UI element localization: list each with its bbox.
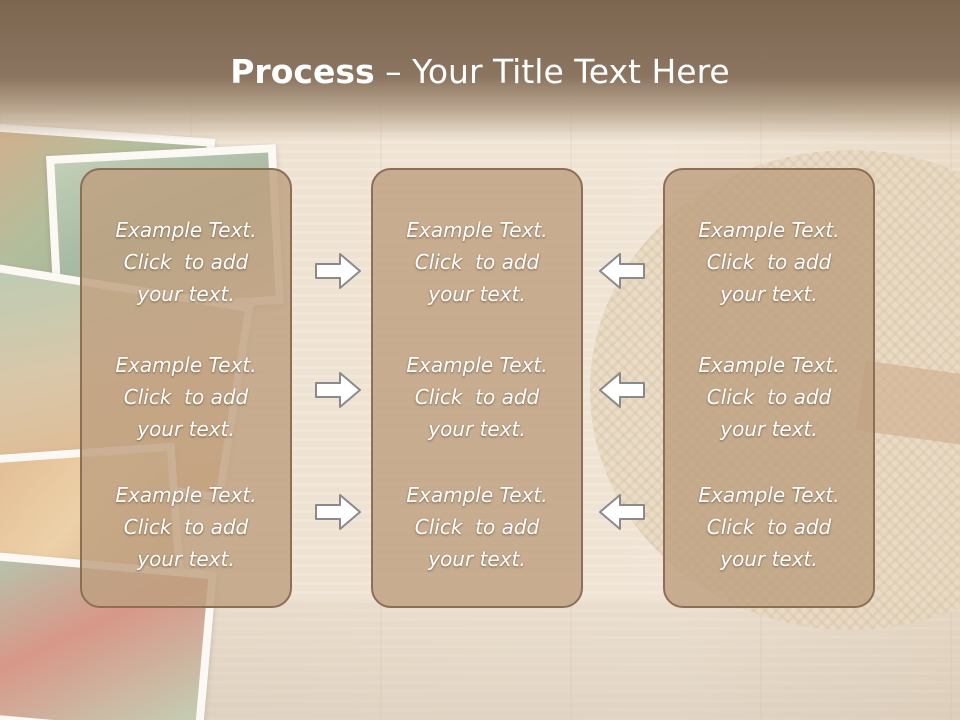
- title-bar: Process – Your Title Text Here: [0, 0, 960, 140]
- text-line: Example Text.: [698, 353, 840, 377]
- text-line: Click to add: [414, 515, 540, 539]
- arrow-left-icon: [598, 492, 646, 532]
- text-line: your text.: [137, 417, 235, 441]
- title-rest-text: – Your Title Text Here: [374, 52, 730, 91]
- slide-title[interactable]: Process – Your Title Text Here: [0, 52, 960, 91]
- text-line: Example Text.: [698, 218, 840, 242]
- process-box-left[interactable]: Example Text. Click to add your text. Ex…: [80, 168, 292, 608]
- text-line: your text.: [428, 417, 526, 441]
- text-line: Click to add: [123, 250, 249, 274]
- arrow-right-icon: [314, 492, 362, 532]
- text-line: Click to add: [706, 385, 832, 409]
- text-line: Click to add: [123, 515, 249, 539]
- text-line: your text.: [720, 547, 818, 571]
- text-placeholder[interactable]: Example Text. Click to add your text.: [373, 479, 581, 575]
- text-line: Click to add: [414, 250, 540, 274]
- arrow-left-icon: [598, 370, 646, 410]
- text-line: your text.: [720, 282, 818, 306]
- text-placeholder[interactable]: Example Text. Click to add your text.: [665, 349, 873, 445]
- arrow-right-icon: [314, 370, 362, 410]
- text-line: your text.: [720, 417, 818, 441]
- text-placeholder[interactable]: Example Text. Click to add your text.: [665, 214, 873, 310]
- text-line: Click to add: [123, 385, 249, 409]
- text-line: Example Text.: [115, 483, 257, 507]
- text-line: your text.: [428, 282, 526, 306]
- text-placeholder[interactable]: Example Text. Click to add your text.: [82, 214, 290, 310]
- arrow-right-icon: [314, 251, 362, 291]
- text-line: Example Text.: [115, 218, 257, 242]
- text-line: Example Text.: [115, 353, 257, 377]
- text-line: your text.: [137, 547, 235, 571]
- text-line: Click to add: [706, 250, 832, 274]
- text-placeholder[interactable]: Example Text. Click to add your text.: [373, 349, 581, 445]
- text-line: Example Text.: [406, 353, 548, 377]
- arrow-left-icon: [598, 251, 646, 291]
- text-line: your text.: [137, 282, 235, 306]
- text-line: Example Text.: [406, 483, 548, 507]
- text-line: Click to add: [706, 515, 832, 539]
- title-bold-text: Process: [230, 52, 375, 91]
- process-box-right[interactable]: Example Text. Click to add your text. Ex…: [663, 168, 875, 608]
- process-box-center[interactable]: Example Text. Click to add your text. Ex…: [371, 168, 583, 608]
- text-placeholder[interactable]: Example Text. Click to add your text.: [373, 214, 581, 310]
- text-placeholder[interactable]: Example Text. Click to add your text.: [82, 479, 290, 575]
- text-line: Example Text.: [406, 218, 548, 242]
- text-line: Example Text.: [698, 483, 840, 507]
- text-placeholder[interactable]: Example Text. Click to add your text.: [665, 479, 873, 575]
- text-line: your text.: [428, 547, 526, 571]
- text-line: Click to add: [414, 385, 540, 409]
- text-placeholder[interactable]: Example Text. Click to add your text.: [82, 349, 290, 445]
